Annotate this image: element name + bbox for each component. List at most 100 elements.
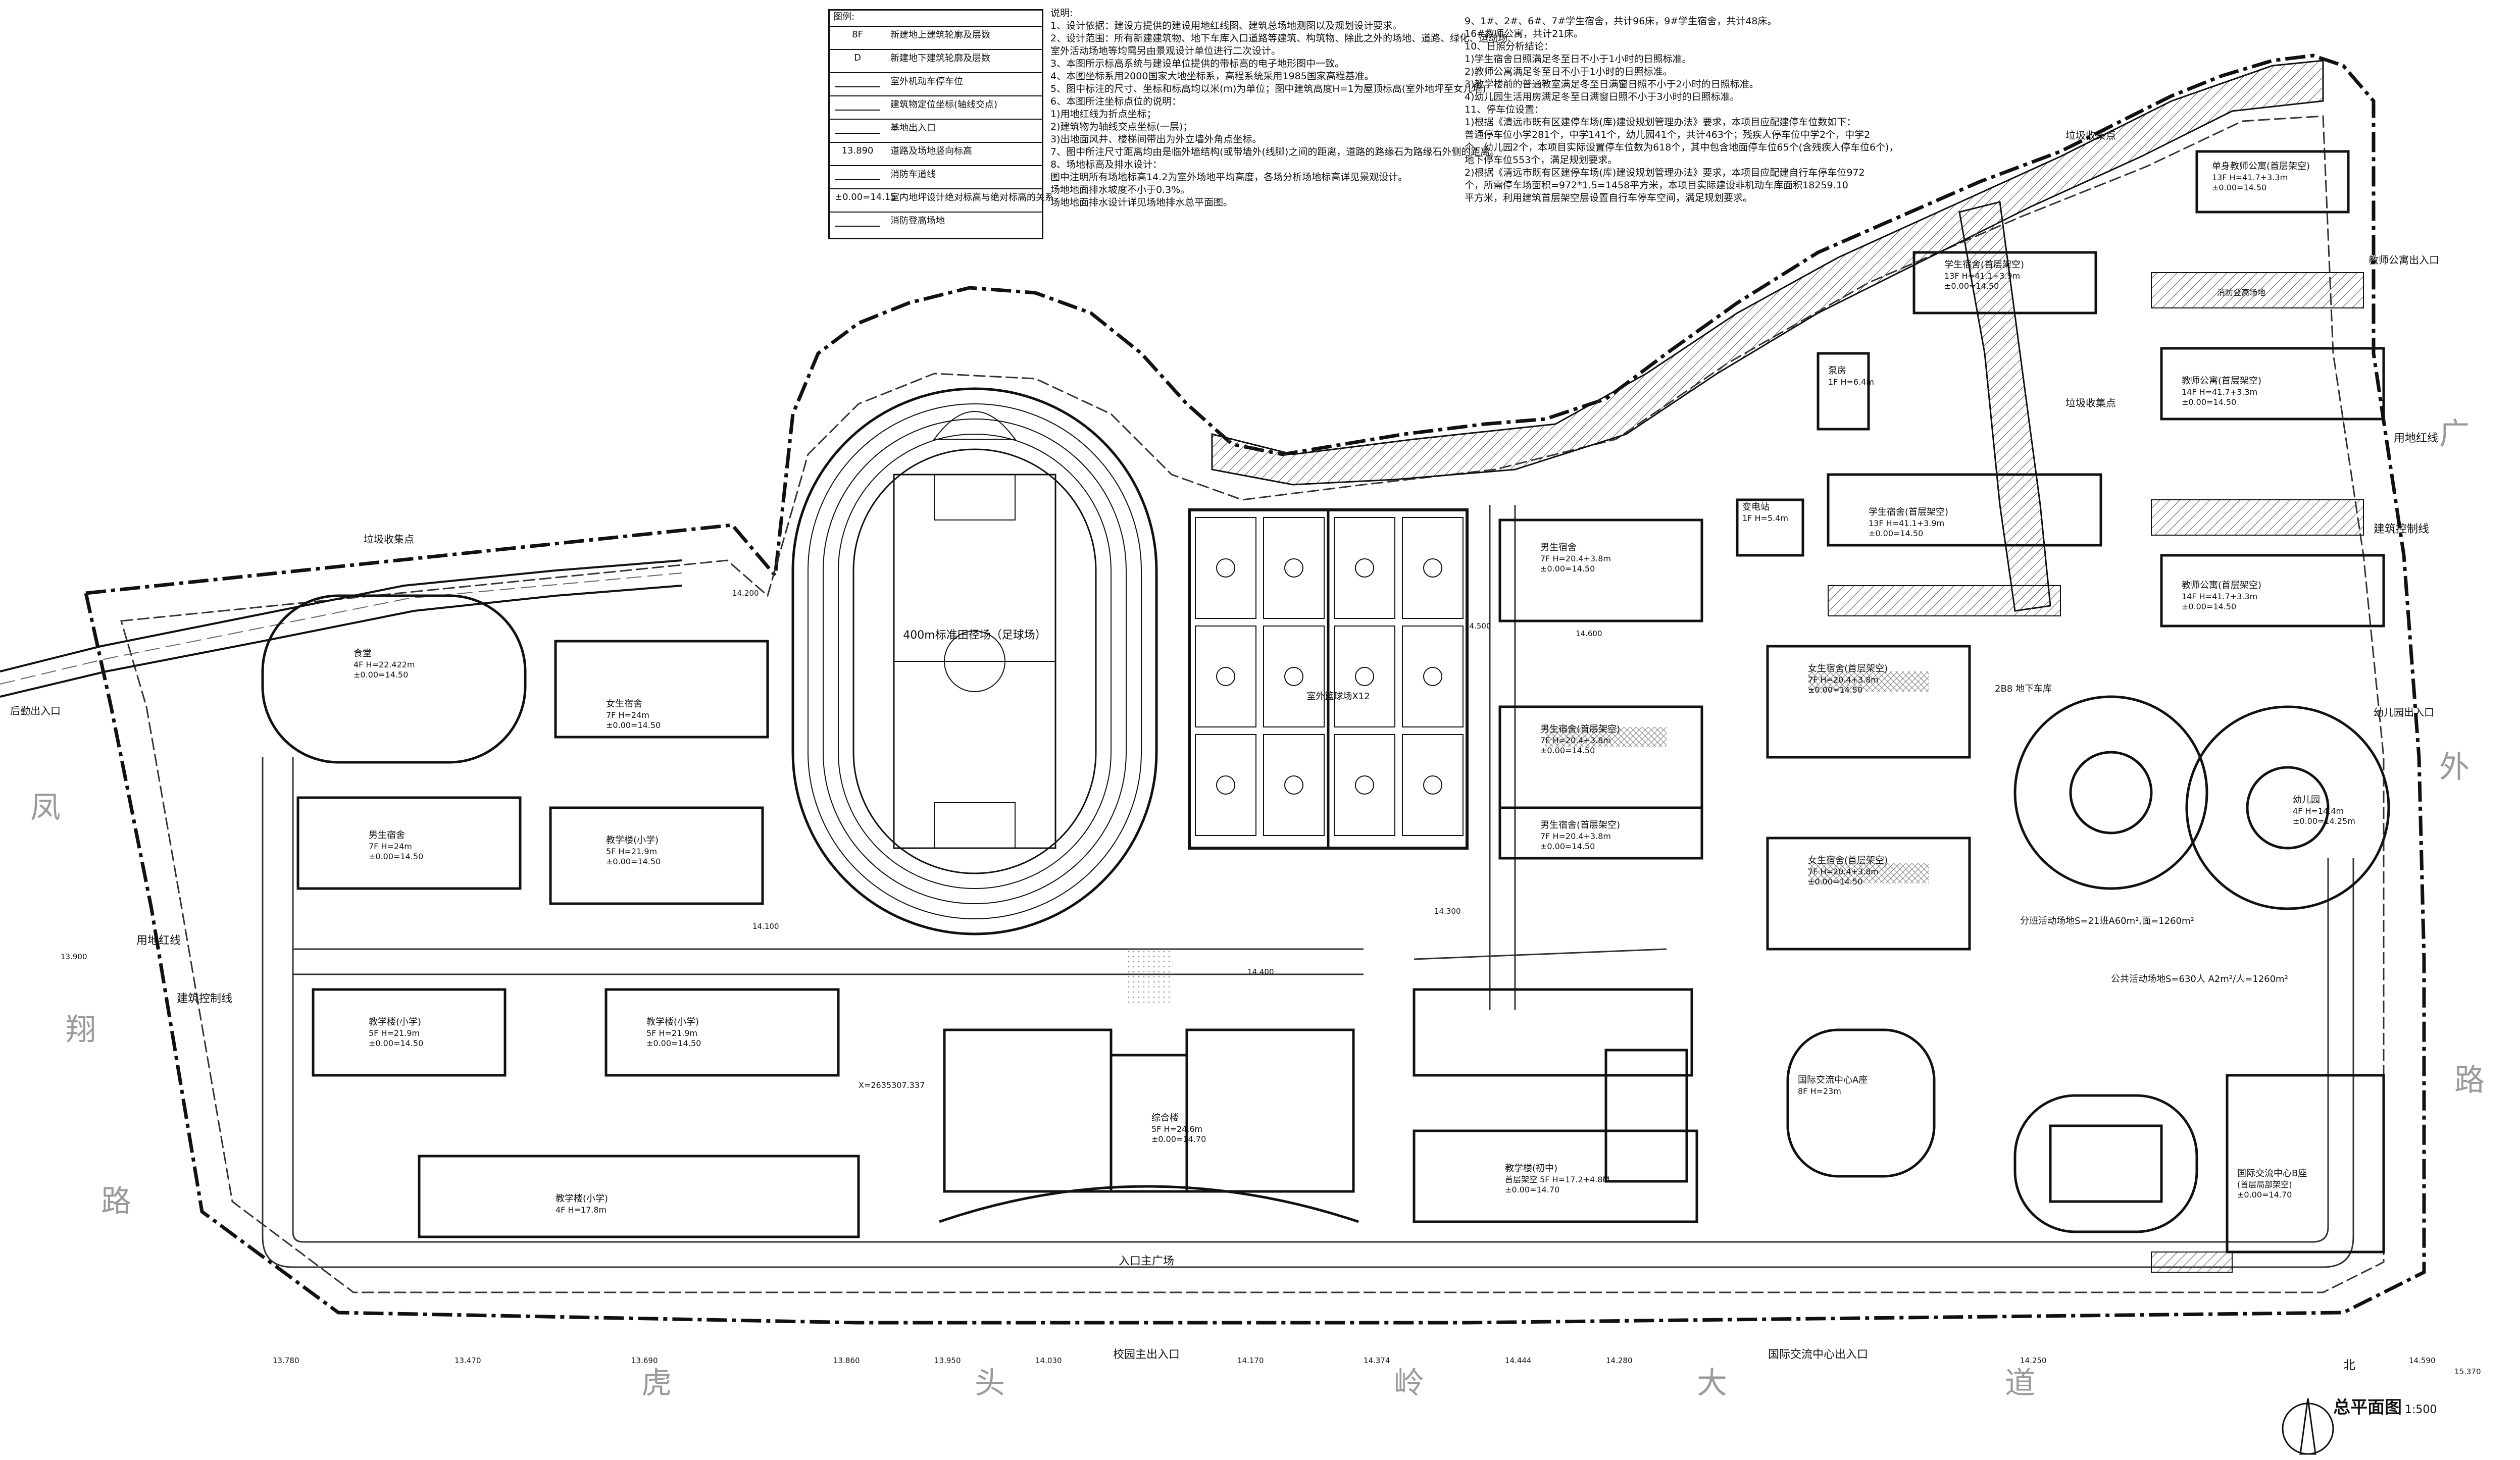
- road-name-char: 外: [2439, 750, 2469, 785]
- intl-gate-label: 国际交流中心出入口: [1768, 1348, 1868, 1361]
- building-name: 男生宿舍: [1540, 542, 1577, 553]
- court-center-circle: [1284, 558, 1303, 578]
- complex-building-center: [1110, 1054, 1188, 1193]
- intl-center-b: [2013, 1094, 2198, 1233]
- building-height: 7F H=20.4+3.8m: [1808, 867, 1879, 876]
- underground-garage: 2B8 地下车库: [1995, 684, 2052, 694]
- building-height: 7F H=20.4+3.8m: [1540, 831, 1611, 841]
- elevation-value: 14.170: [1237, 1356, 1264, 1365]
- building-height: 4F H=22.422m: [354, 660, 415, 669]
- note-line: 2)教师公寓满足冬至日不小于1小时的日照标准。: [1465, 66, 1673, 77]
- elevation-value: 13.690: [631, 1356, 658, 1365]
- courts-label: 室外篮球场X12: [1306, 691, 1370, 702]
- basketball-court: [1195, 517, 1256, 619]
- building-elevation: ±0.00=14.50: [369, 1038, 423, 1048]
- kinder-gate-label: 幼儿园出入口: [2374, 706, 2434, 718]
- note-line: 2、设计范围：所有新建建筑物、地下车库入口道路等建筑、构筑物、除此之外的场地、道…: [1050, 33, 1518, 44]
- building-height: 1F H=5.4m: [1742, 513, 1788, 523]
- plaza-label: 入口主广场: [1119, 1255, 1174, 1268]
- canteen-building: [261, 594, 527, 764]
- track-label: 400m标准田径场（足球场）: [903, 629, 1046, 642]
- building-elevation: ±0.00=14.50: [606, 857, 661, 866]
- girls-dorm-west: [554, 640, 769, 739]
- basketball-court: [1334, 625, 1395, 727]
- note-line: 6、本图所注坐标点位的说明：: [1050, 96, 1182, 107]
- dorm-core-hatch-3: [1545, 727, 1667, 747]
- note-line: 4、本图坐标系用2000国家大地坐标系，高程系统采用1985国家高程基准。: [1050, 71, 1374, 82]
- building-height: 7F H=24m: [606, 710, 649, 720]
- note-line: 10、日照分析结论：: [1465, 41, 1554, 52]
- building-height: 5F H=21.9m: [369, 1028, 420, 1038]
- garbage-right: 垃圾收集点: [2065, 397, 2116, 409]
- court-center-circle: [1216, 558, 1235, 578]
- note-line: 3)教学楼前的普通教室满足冬至日满窗日照不小于2小时的日照标准。: [1465, 79, 1759, 90]
- building-name: 教师公寓(首层架空): [2182, 580, 2261, 591]
- building-height: 13F H=41.1+3.9m: [1869, 518, 1944, 528]
- elevation-value: 14.250: [2020, 1356, 2047, 1365]
- basketball-court: [1263, 625, 1325, 727]
- elevation-value: 14.200: [732, 589, 759, 598]
- kindergarten-inner-left: [2069, 751, 2153, 835]
- building-name: 幼儿园: [2293, 795, 2320, 805]
- note-line: 图中注明所有场地标高14.2为室外场地平均高度，各场分析场地标高详见景观设计。: [1050, 172, 1408, 183]
- elevation-value: 14.444: [1505, 1356, 1532, 1365]
- intl-center-b-inner: [2049, 1124, 2163, 1203]
- court-center-circle: [1355, 775, 1374, 795]
- build-line-right: 建筑控制线: [2374, 523, 2429, 536]
- elevation-value: 13.780: [273, 1356, 299, 1365]
- building-elevation: ±0.00=14.50: [354, 670, 408, 680]
- legend-symbol: [835, 216, 880, 227]
- building-name: 女生宿舍(首层架空): [1808, 855, 1888, 866]
- basketball-court: [1195, 625, 1256, 727]
- note-line: 1)根据《清远市既有区建停车场(库)建设规划管理办法》要求，本项目应配建停车位数…: [1465, 117, 1856, 128]
- building-elevation: ±0.00=14.50: [1808, 877, 1862, 887]
- internal-ring-road: [262, 757, 2354, 1268]
- building-name: 教学楼(小学): [646, 1017, 699, 1027]
- public-area: 公共活动场地S=630人 A2m²/人=1260m²: [2111, 974, 2288, 984]
- building-name: 变电站: [1742, 502, 1770, 512]
- teacher-gate-label: 教师公寓出入口: [2368, 254, 2439, 266]
- legend-symbol: 13.890: [841, 145, 874, 156]
- note-line: 地下停车位553个，满足规划要求。: [1465, 154, 1618, 166]
- complex-building-left: [943, 1028, 1113, 1193]
- title-main: 总平面图: [2333, 1397, 2402, 1418]
- teacher-apt-2: [2160, 554, 2385, 628]
- building-height: 8F H=23m: [1798, 1086, 1841, 1096]
- legend-text: 建筑物定位坐标(轴线交点): [890, 99, 998, 110]
- middle-teaching-a: [1413, 988, 1693, 1077]
- building-name: 学生宿舍(首层架空): [1944, 259, 2024, 270]
- fire-access-area-4: [2151, 1252, 2233, 1273]
- note-line: 普通停车位小学281个，中学141个，幼儿园41个，共计463个；残疾人停车位中…: [1465, 129, 1871, 140]
- note-line: 2)建筑物为轴线交点坐标(一层)；: [1050, 121, 1193, 132]
- elevation-value: 13.950: [934, 1356, 961, 1365]
- building-height: 14F H=41.7+3.3m: [2182, 592, 2257, 601]
- road-name-char: 路: [2454, 1063, 2485, 1098]
- fire-access-area-2: [2151, 499, 2364, 536]
- note-line: 个，所需停车场面积=972*1.5=1458平方米，本项目实际建设非机动车库面积…: [1465, 180, 1848, 191]
- note-line: 4)幼儿园生活用房满足冬至日满窗日照不小于3小时的日照标准。: [1465, 91, 1740, 102]
- main-gate-label: 校园主出入口: [1113, 1348, 1180, 1361]
- court-center-circle: [1216, 775, 1235, 795]
- elevation-value: 13.860: [833, 1356, 860, 1365]
- building-height: 7F H=20.4+3.8m: [1540, 736, 1611, 745]
- building-name: 食堂: [354, 648, 372, 659]
- fire-access-area-3: [1828, 585, 2061, 616]
- court-center-circle: [1423, 667, 1442, 686]
- building-name: 教学楼(小学): [556, 1193, 608, 1204]
- legend-text: 道路及场地竖向标高: [890, 146, 972, 157]
- title-scale: 1:500: [2405, 1403, 2437, 1416]
- building-height: 首层架空 5F H=17.2+4.8M: [1505, 1175, 1609, 1184]
- building-elevation: ±0.00=14.50: [1540, 746, 1595, 755]
- building-height: 5F H=21.9m: [606, 847, 657, 856]
- court-center-circle: [1355, 558, 1374, 578]
- building-elevation: ±0.00=14.70: [1505, 1185, 1559, 1194]
- building-elevation: ±0.00=14.50: [2182, 397, 2236, 407]
- intl-center-a: [1786, 1028, 1936, 1178]
- building-name: 学生宿舍(首层架空): [1869, 507, 1948, 517]
- basketball-court: [1334, 734, 1395, 836]
- teacher-apt-1: [2160, 347, 2385, 421]
- road-name-char: 翔: [66, 1012, 96, 1048]
- building-elevation: ±0.00=14.50: [1869, 529, 1923, 538]
